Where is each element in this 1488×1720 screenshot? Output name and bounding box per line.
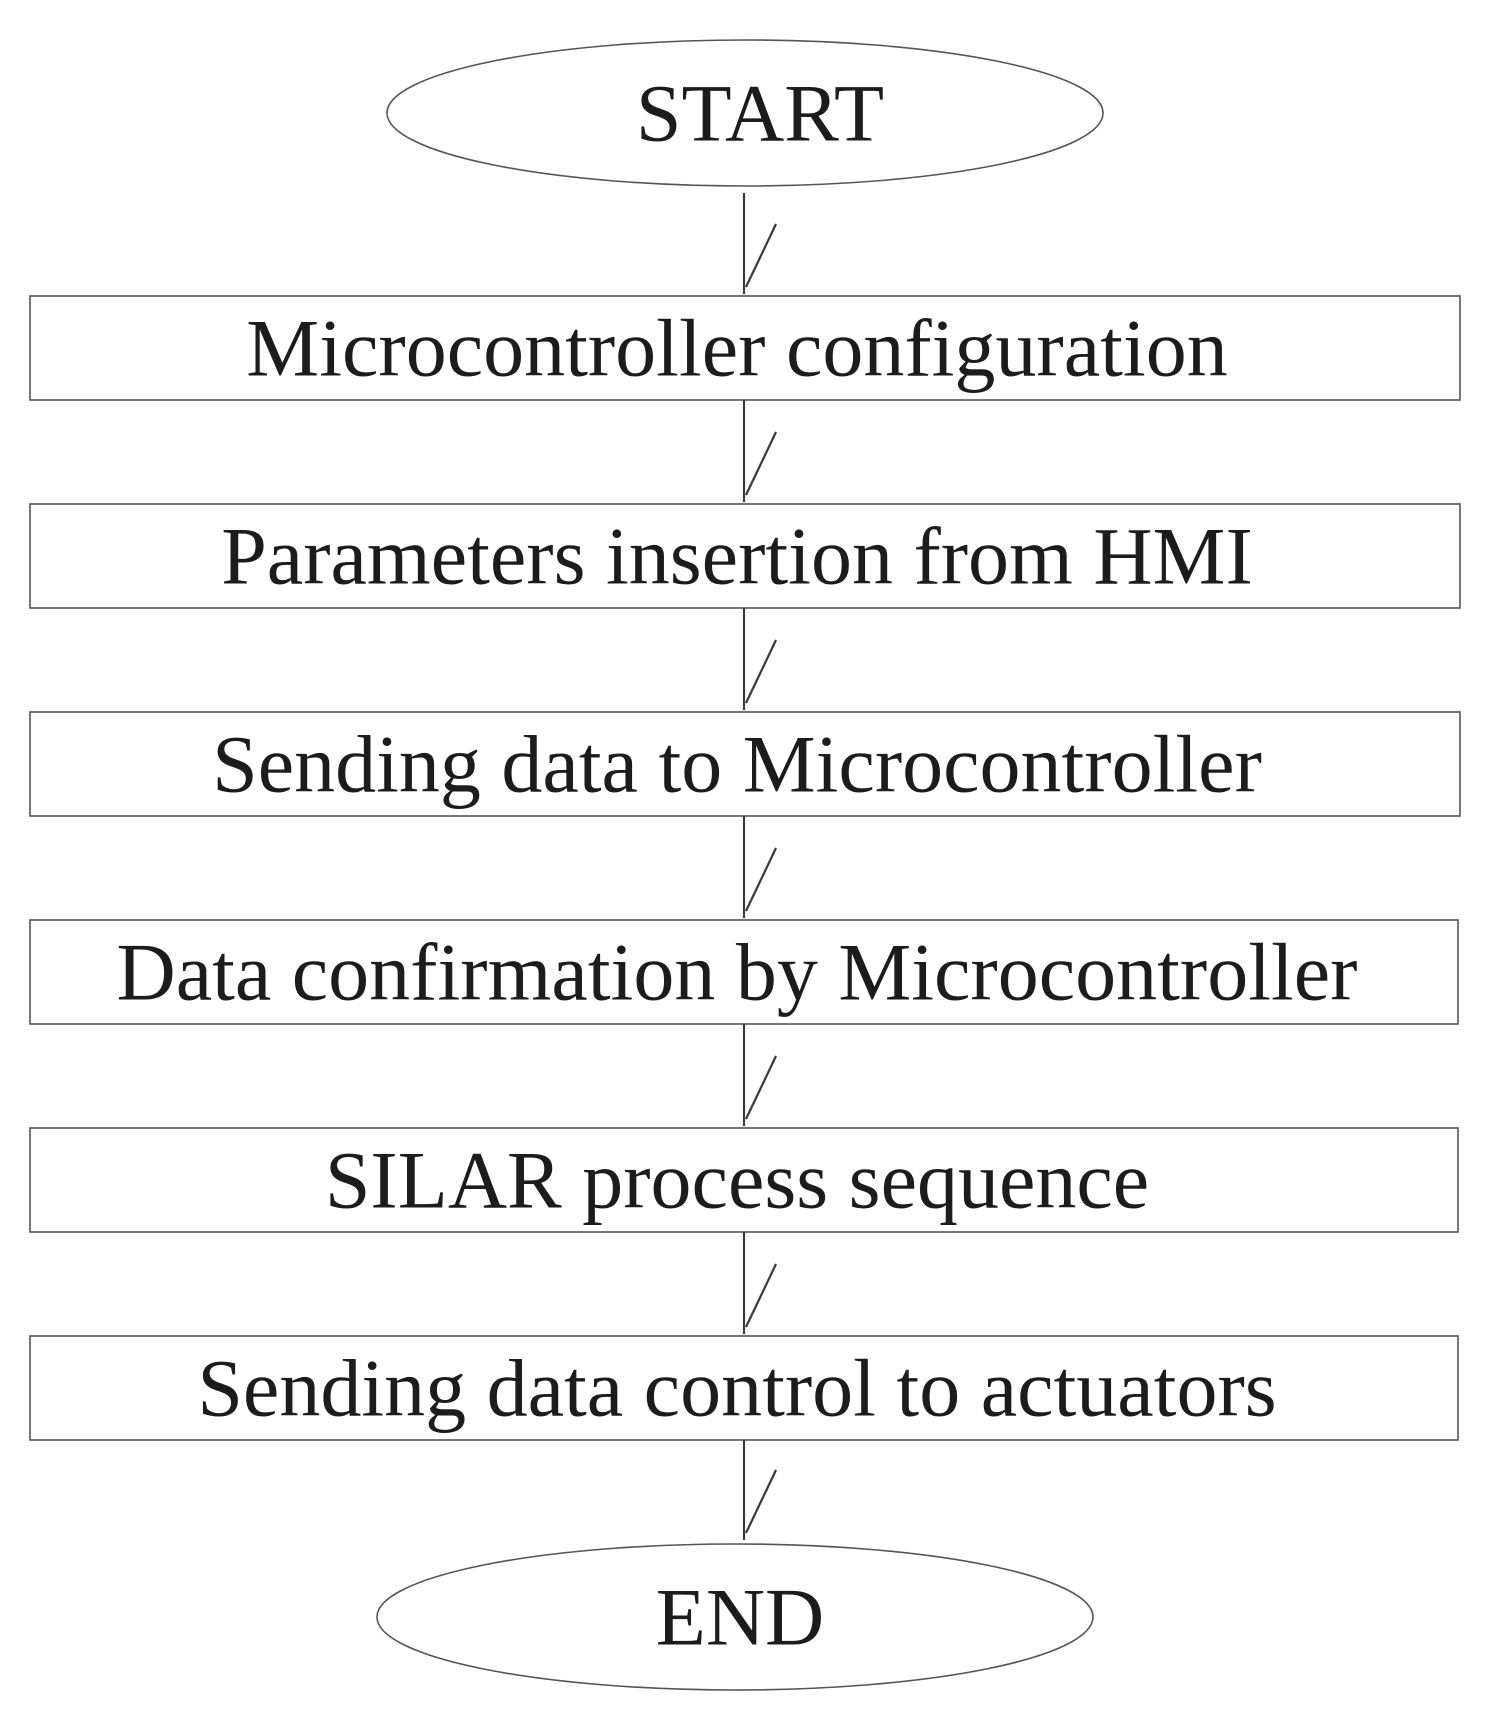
process-step-label: SILAR process sequence — [325, 1135, 1149, 1226]
process-step-silar-process: SILAR process sequence — [29, 1127, 1459, 1233]
process-step-label: Data confirmation by Microcontroller — [117, 927, 1358, 1018]
process-step-sending-control: Sending data control to actuators — [29, 1335, 1459, 1441]
process-step-label: Parameters insertion from HMI — [221, 511, 1253, 602]
start-label: START — [636, 68, 884, 159]
connector-step1-to-step2 — [742, 400, 777, 502]
process-step-sending-data: Sending data to Microcontroller — [29, 711, 1461, 817]
connector-step5-to-step6 — [742, 1232, 777, 1334]
process-step-label: Sending data control to actuators — [197, 1343, 1276, 1434]
connector-step4-to-step5 — [742, 1024, 777, 1126]
end-terminator: END — [376, 1543, 1094, 1691]
process-step-microcontroller-configuration: Microcontroller configuration — [29, 295, 1461, 401]
connector-start-to-step1 — [742, 193, 777, 294]
connector-step6-to-end — [742, 1440, 777, 1540]
process-step-label: Microcontroller configuration — [246, 303, 1227, 394]
connector-step3-to-step4 — [742, 816, 777, 918]
process-step-parameters-insertion: Parameters insertion from HMI — [29, 503, 1461, 609]
process-step-data-confirmation: Data confirmation by Microcontroller — [29, 919, 1459, 1025]
end-label: END — [656, 1572, 825, 1663]
connector-step2-to-step3 — [742, 608, 777, 710]
process-step-label: Sending data to Microcontroller — [212, 719, 1262, 810]
start-terminator: START — [386, 39, 1104, 187]
